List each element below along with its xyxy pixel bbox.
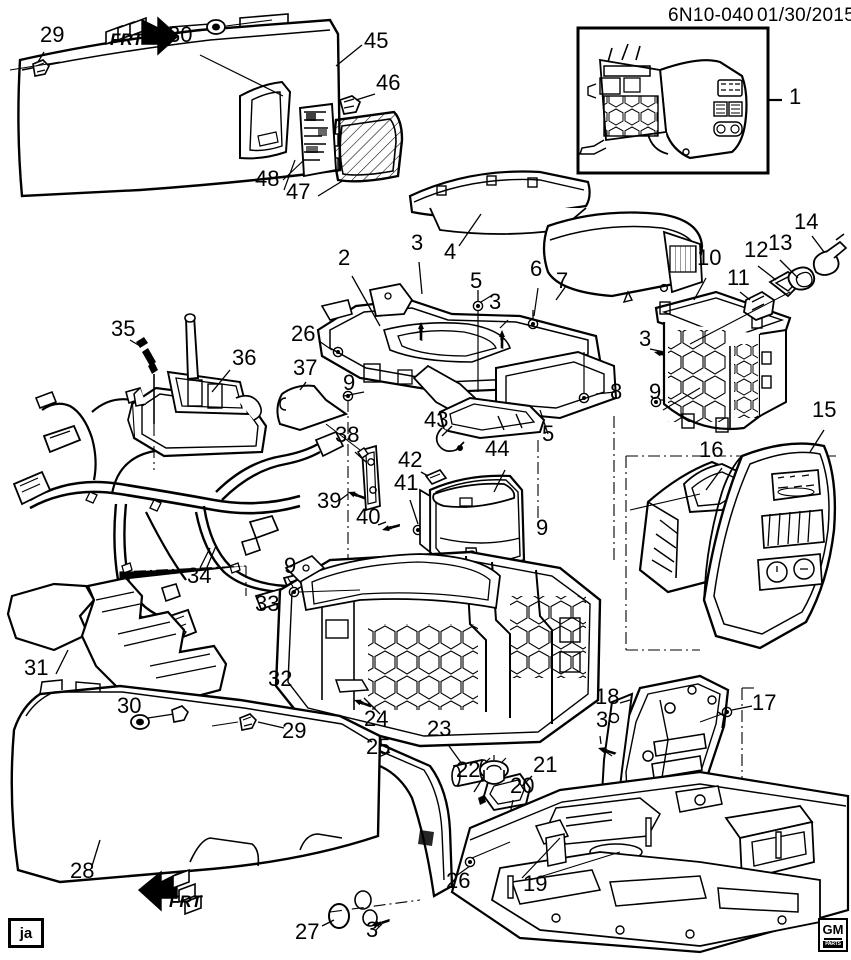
callout-21: 21 xyxy=(533,752,558,777)
part-42-clip xyxy=(420,469,448,485)
callout-8: 8 xyxy=(610,379,623,404)
callout-3: 3 xyxy=(366,917,379,942)
callout-24: 24 xyxy=(364,706,389,731)
callout-43: 43 xyxy=(424,407,449,432)
callout-15: 15 xyxy=(812,397,837,422)
callout-18: 18 xyxy=(595,684,620,709)
part-44-rear-storage-tray xyxy=(419,469,526,570)
drawing-date: 01/30/2015 xyxy=(757,5,851,26)
callout-44: 44 xyxy=(485,436,510,461)
callout-29: 29 xyxy=(282,718,307,743)
part-48-switch-plate xyxy=(282,102,337,181)
callout-3: 3 xyxy=(639,326,652,351)
callout-3: 3 xyxy=(596,707,609,732)
part-31-floor-step-pad xyxy=(6,565,247,708)
callout-11: 11 xyxy=(727,265,750,290)
callout-45: 45 xyxy=(364,28,389,53)
callout-12: 12 xyxy=(744,237,769,262)
callout-3: 3 xyxy=(411,230,424,255)
callout-9: 9 xyxy=(649,379,662,404)
frt-label-bottom: FRT xyxy=(169,892,202,911)
callout-10: 10 xyxy=(697,245,722,270)
callout-3: 3 xyxy=(489,289,502,314)
callout-27: 27 xyxy=(295,919,320,944)
gm-parts-logo: GM PARTS xyxy=(818,918,848,952)
callout-17: 17 xyxy=(752,690,777,715)
part-10-storage-bin xyxy=(654,277,792,433)
callout-30: 30 xyxy=(117,693,142,718)
frt-arrow-marker-bottom: FRT xyxy=(133,868,223,916)
gm-logo-text: GM xyxy=(822,921,844,937)
callout-7: 7 xyxy=(556,268,569,293)
part-36-shift-control-assembly xyxy=(127,313,268,458)
callout-16: 16 xyxy=(699,437,724,462)
callout-28: 28 xyxy=(70,858,95,883)
callout-9: 9 xyxy=(343,370,356,395)
callout-4: 4 xyxy=(444,239,457,264)
callout-42: 42 xyxy=(398,447,423,472)
part-15-rear-console-bezel xyxy=(702,429,837,650)
part-11-socket-module xyxy=(739,290,775,322)
callout-1: 1 xyxy=(789,84,802,109)
part-39-screw xyxy=(339,489,367,502)
part-22-isolator-bushing xyxy=(473,755,509,805)
callout-9: 9 xyxy=(536,515,549,540)
callout-6: 6 xyxy=(530,256,543,281)
callout-2: 2 xyxy=(338,245,351,270)
callout-32: 32 xyxy=(268,666,293,691)
part-46-clip xyxy=(338,93,376,115)
callout-39: 39 xyxy=(317,488,342,513)
part-45-console-side-trim-upper xyxy=(9,13,363,198)
part-43-reinforcement-bracket xyxy=(435,396,546,452)
gm-parts-text: PARTS xyxy=(823,940,843,948)
vehicle-floor-pan xyxy=(450,770,850,954)
callout-22: 22 xyxy=(456,757,481,782)
callout-19: 19 xyxy=(523,871,548,896)
callout-5: 5 xyxy=(470,268,483,293)
part-38-latch-striker xyxy=(354,444,381,512)
callout-5: 5 xyxy=(542,421,555,446)
callout-13: 13 xyxy=(768,230,793,255)
callout-14: 14 xyxy=(794,209,819,234)
callout-48: 48 xyxy=(255,166,280,191)
part-7-armrest-lid xyxy=(542,211,704,304)
frt-label-top: FRT xyxy=(110,30,143,49)
callout-41: 41 xyxy=(394,470,419,495)
callout-31: 31 xyxy=(24,655,49,680)
callout-33: 33 xyxy=(255,591,280,616)
fastener-group-lower xyxy=(321,837,621,931)
callout-26: 26 xyxy=(446,868,471,893)
part-37-floor-insulator xyxy=(276,381,361,451)
callout-38: 38 xyxy=(335,422,360,447)
part-13-grommet xyxy=(779,259,816,291)
callout-23: 23 xyxy=(427,716,452,741)
callout-47: 47 xyxy=(286,179,311,204)
drawing-number: 6N10-040 xyxy=(668,5,754,26)
callout-40: 40 xyxy=(356,504,381,529)
sheet-code-box: ja xyxy=(8,918,44,948)
part-35-shifter-bolt xyxy=(129,337,158,470)
part-4-console-upper-trim xyxy=(408,170,591,247)
part-28-console-side-trim-lower xyxy=(10,679,382,884)
part-40-screw xyxy=(377,521,402,533)
callout-9: 9 xyxy=(284,553,297,578)
sheet-code-label: ja xyxy=(19,924,33,942)
callout-26: 26 xyxy=(291,321,316,346)
callout-34: 34 xyxy=(187,563,212,588)
callout-35: 35 xyxy=(111,316,136,341)
callout-29: 29 xyxy=(40,22,65,47)
callout-30: 30 xyxy=(168,22,193,47)
part-24-console-lower-body xyxy=(274,550,602,748)
callout-20: 20 xyxy=(510,773,535,798)
fastener-group-upper xyxy=(318,287,674,560)
frt-arrow-marker-top: FRT xyxy=(96,14,186,58)
callout-25: 25 xyxy=(366,734,391,759)
inset-assembly-box xyxy=(576,26,782,175)
gm-logo-divider xyxy=(824,937,842,940)
callout-36: 36 xyxy=(232,345,257,370)
callout-37: 37 xyxy=(293,355,318,380)
callout-46: 46 xyxy=(376,70,401,95)
part-14-connector xyxy=(689,233,848,345)
